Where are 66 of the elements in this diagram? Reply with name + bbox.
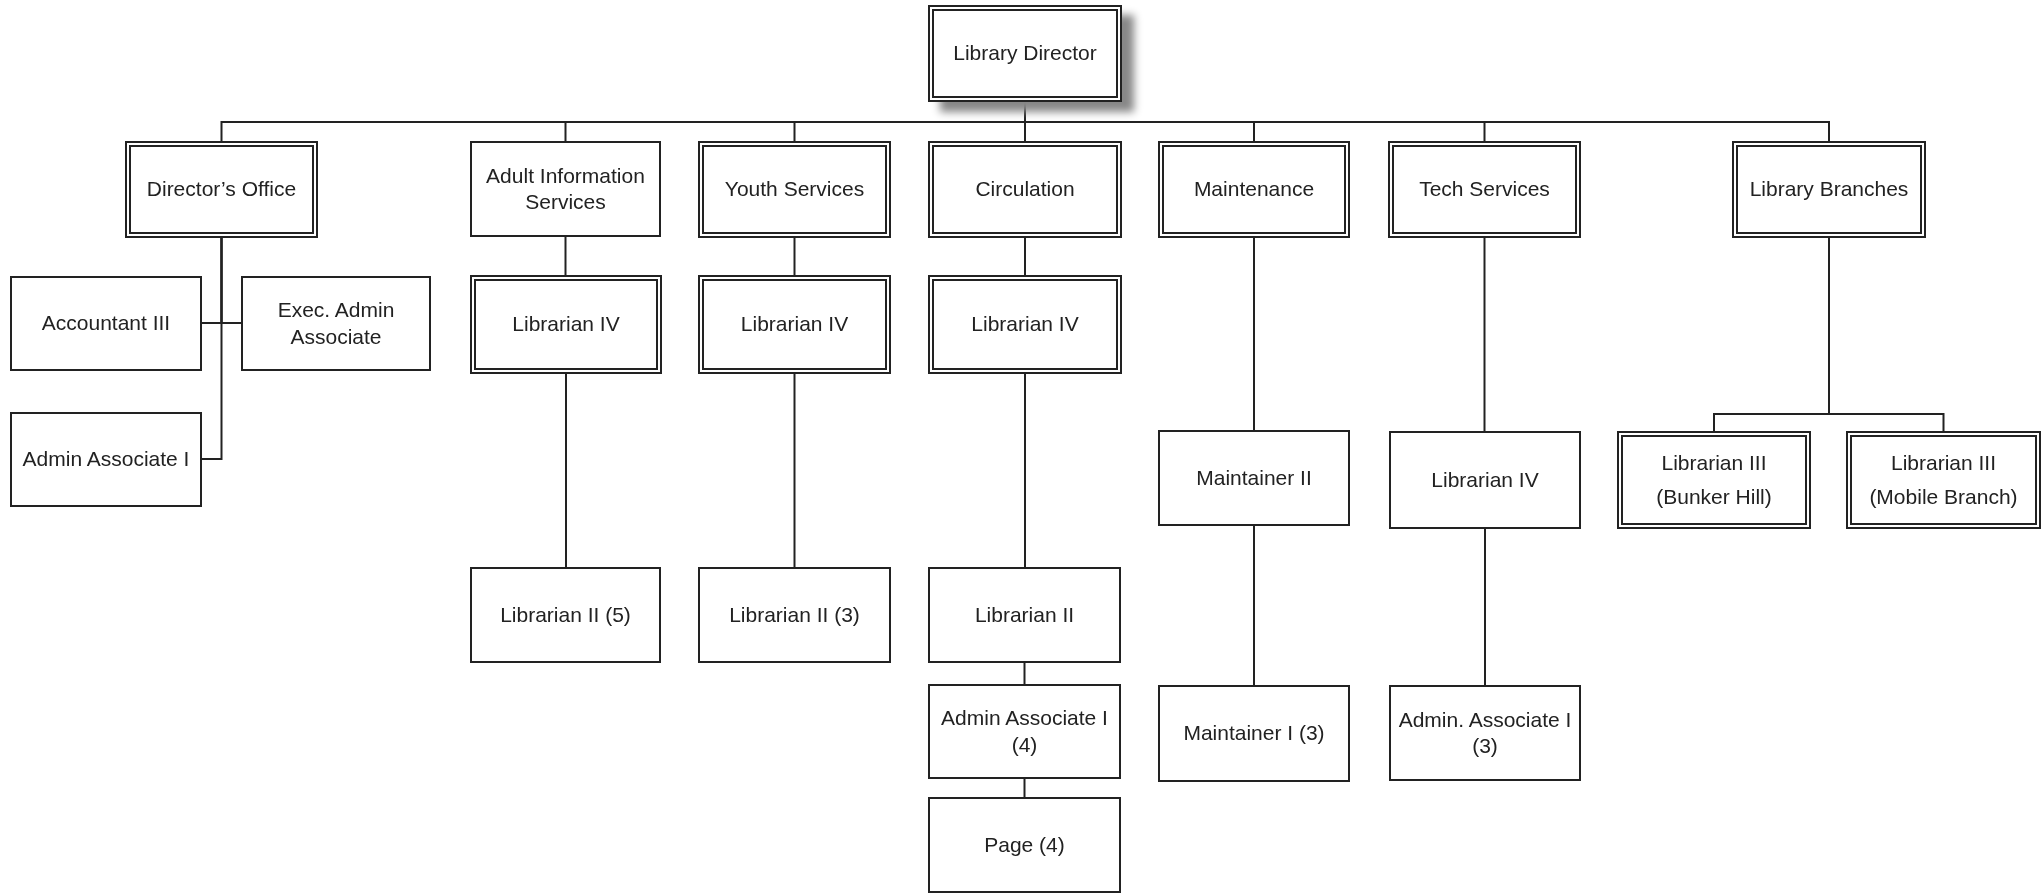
org-box bbox=[470, 275, 662, 374]
org-box bbox=[928, 567, 1121, 663]
org-box bbox=[241, 276, 431, 371]
org-box bbox=[470, 141, 661, 237]
org-box bbox=[928, 684, 1121, 779]
connector-line bbox=[201, 237, 223, 460]
connector-line bbox=[565, 373, 567, 568]
org-box bbox=[1389, 685, 1581, 781]
role-label: Librarian II bbox=[974, 601, 1075, 628]
role-label: Admin Associate I (4) bbox=[940, 705, 1109, 758]
connector-line bbox=[1024, 373, 1026, 568]
role-label: Librarian IV bbox=[971, 311, 1079, 338]
connector-line bbox=[1253, 237, 1255, 431]
org-box bbox=[1158, 430, 1350, 526]
role-label: (Bunker Hill) bbox=[1656, 484, 1772, 510]
org-box bbox=[1158, 685, 1350, 782]
role-label: Adult Information Services bbox=[485, 162, 646, 215]
role-label: Librarian II (5) bbox=[500, 601, 631, 628]
org-box bbox=[1732, 141, 1926, 238]
role-label: Librarian IV bbox=[1431, 466, 1539, 493]
role-label: Tech Services bbox=[1419, 176, 1550, 203]
role-label: Youth Services bbox=[724, 176, 865, 203]
role-label: Maintainer I (3) bbox=[1183, 720, 1325, 747]
role-label: Page (4) bbox=[984, 831, 1065, 858]
org-box bbox=[928, 797, 1121, 893]
role-label: Circulation bbox=[975, 176, 1075, 203]
connector-line bbox=[1828, 237, 1945, 432]
org-box bbox=[1388, 141, 1581, 238]
role-label: Librarian IV bbox=[512, 311, 620, 338]
org-box bbox=[928, 5, 1122, 102]
connector-line bbox=[564, 236, 567, 276]
org-box bbox=[10, 412, 202, 507]
role-label: Exec. Admin Associate bbox=[276, 297, 396, 350]
role-label: Librarian III bbox=[1890, 449, 1997, 476]
connector-line bbox=[1253, 525, 1255, 686]
role-label: Library Branches bbox=[1749, 176, 1909, 203]
role-label: Maintenance bbox=[1193, 176, 1315, 203]
org-box bbox=[1617, 431, 1811, 529]
org-box bbox=[125, 141, 318, 238]
org-box bbox=[470, 567, 661, 663]
org-box bbox=[698, 141, 891, 238]
role-label: Admin Associate I bbox=[22, 446, 190, 473]
org-box bbox=[1389, 431, 1581, 529]
connector-line bbox=[1023, 662, 1026, 685]
role-label: Admin. Associate I (3) bbox=[1397, 706, 1573, 759]
role-label: Librarian III bbox=[1661, 449, 1767, 476]
org-box bbox=[928, 275, 1122, 374]
connector-line bbox=[793, 373, 796, 568]
role-label: (Mobile Branch) bbox=[1869, 484, 2018, 510]
connector-line bbox=[1484, 528, 1486, 686]
connector-line bbox=[1483, 237, 1486, 432]
role-label: Director’s Office bbox=[146, 176, 297, 203]
org-box bbox=[928, 141, 1122, 238]
role-label: Library Director bbox=[953, 40, 1097, 67]
role-label: Maintainer II bbox=[1196, 464, 1312, 491]
role-label: Accountant III bbox=[41, 310, 171, 337]
org-box bbox=[1846, 431, 2041, 529]
org-box bbox=[10, 276, 202, 371]
connector-line bbox=[793, 237, 796, 276]
org-box bbox=[698, 275, 891, 374]
role-label: Librarian II (3) bbox=[729, 601, 860, 628]
connector-line bbox=[1024, 237, 1026, 276]
org-box bbox=[698, 567, 891, 663]
connector-line bbox=[1023, 778, 1026, 798]
org-box bbox=[1158, 141, 1350, 238]
role-label: Librarian IV bbox=[740, 311, 849, 338]
